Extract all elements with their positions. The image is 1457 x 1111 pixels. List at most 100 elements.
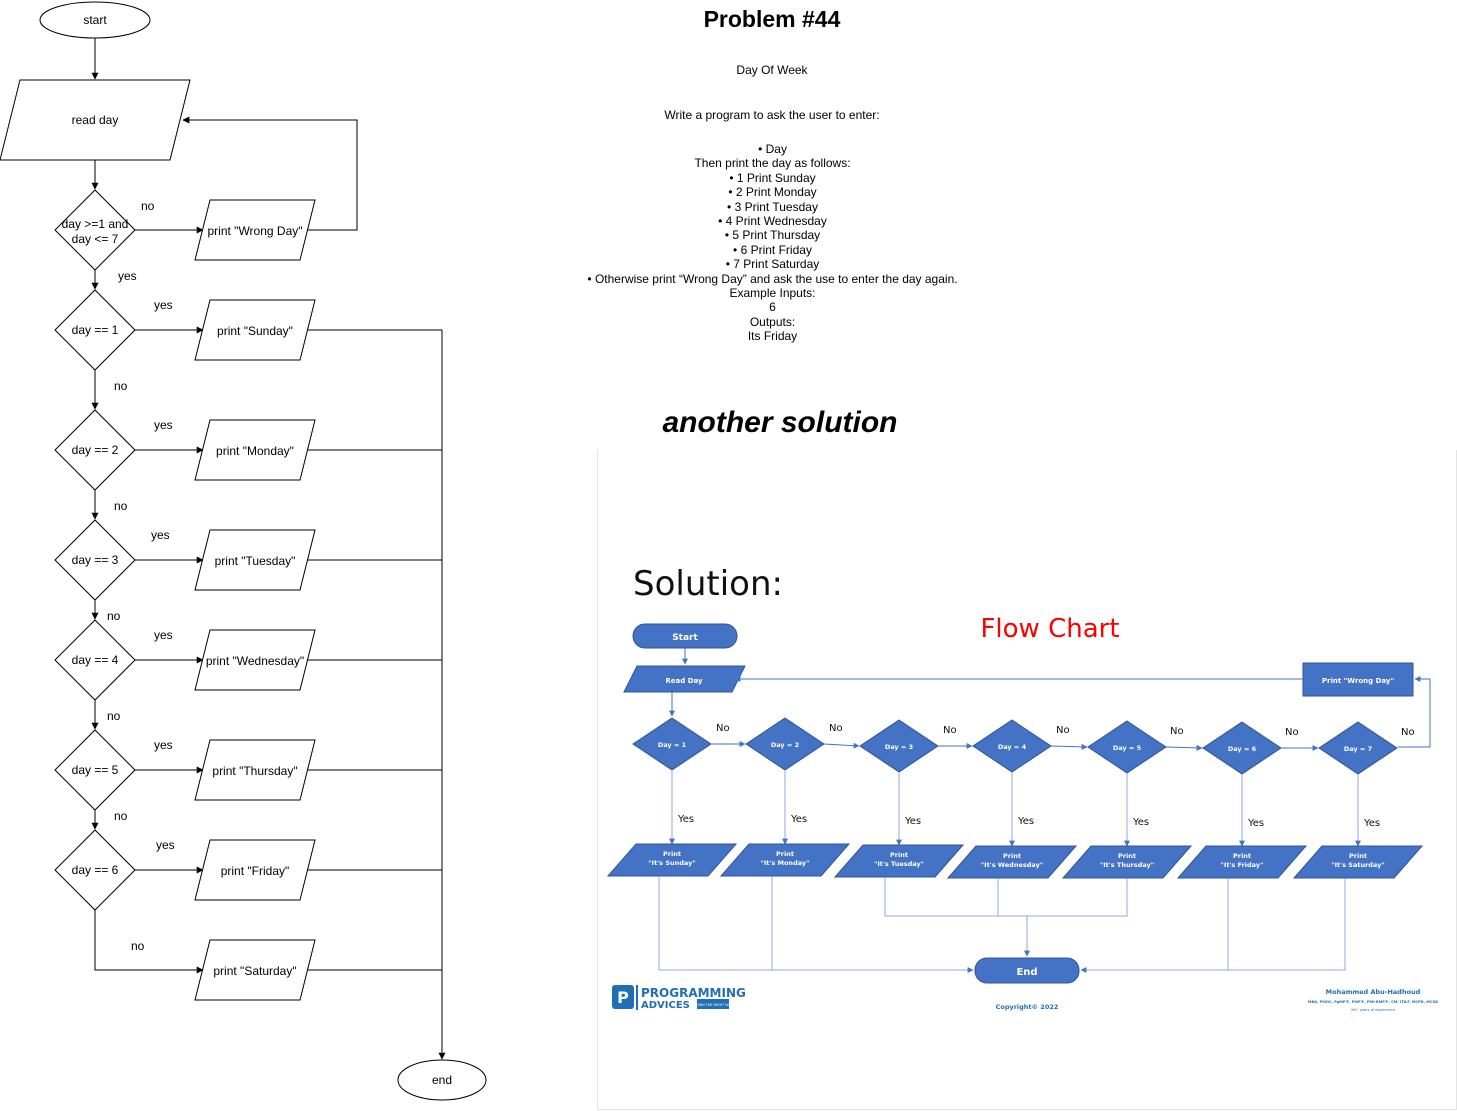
author-name: Mohammed Abu-Hadhoud — [1326, 988, 1421, 996]
solution-output-parallelogram — [606, 843, 738, 877]
solution-condition-label: Day = 7 — [1344, 745, 1372, 753]
requirement-line: • Otherwise print “Wrong Day” and ask th… — [587, 271, 958, 286]
requirement-line: 6 — [769, 300, 776, 315]
condition-label: day == 5 — [72, 763, 119, 777]
logo-line2: ADVICES — [641, 1000, 690, 1011]
logo-mark — [612, 985, 634, 1009]
connector — [1165, 744, 1203, 751]
connector — [823, 742, 860, 749]
requirement-line: • 6 Print Friday — [733, 242, 812, 257]
requirement-line: • 2 Print Monday — [728, 185, 817, 200]
requirement-line: Example Inputs: — [729, 286, 816, 301]
solution-output-label: "It's Wednesday" — [981, 861, 1043, 869]
problem-title: Problem #44 — [703, 6, 841, 32]
output-label: print "Tuesday" — [215, 554, 296, 568]
copyright-text: Copyright© 2022 — [996, 1003, 1059, 1011]
connector — [1080, 878, 1346, 973]
yes-label: yes — [154, 738, 173, 752]
no-label: no — [107, 709, 121, 723]
requirement-line: • 4 Print Wednesday — [718, 214, 827, 229]
solution-output-print: Print — [776, 850, 794, 858]
output-parallelogram — [194, 839, 316, 901]
no-label: no — [107, 609, 121, 623]
solution-yes-label: Yes — [1132, 817, 1149, 828]
yes-label: yes — [118, 269, 137, 283]
output-parallelogram — [194, 739, 316, 801]
requirement-line: Then print the day as follows: — [694, 156, 851, 171]
solution-yes-label: Yes — [677, 814, 694, 825]
solution-condition-label: Day = 5 — [1113, 744, 1142, 752]
validate-label-line1: day >=1 and — [62, 217, 129, 231]
solution-output-print: Print — [1118, 852, 1136, 860]
validate-label-line2: day <= 7 — [72, 232, 119, 246]
solution-output-label: "It's Thursday" — [1100, 861, 1154, 869]
output-parallelogram — [194, 629, 316, 691]
solution-condition-label: Day = 6 — [1228, 745, 1257, 753]
solution-yes-label: Yes — [1247, 818, 1264, 829]
solution-output-parallelogram — [833, 844, 965, 878]
another-solution-heading: another solution — [662, 406, 898, 439]
condition-label: day == 6 — [72, 863, 119, 877]
solution-no-label: No — [943, 725, 957, 736]
condition-label: day == 2 — [72, 443, 119, 457]
saturday-parallelogram — [194, 939, 316, 1001]
start-label: start — [83, 13, 107, 27]
logo-badge — [697, 999, 729, 1009]
requirement-line: • Day — [758, 142, 787, 156]
solution-output-print: Print — [1349, 852, 1367, 860]
requirement-line: Outputs: — [749, 314, 796, 329]
solution-output-parallelogram — [719, 843, 851, 877]
solution-end-terminal — [974, 957, 1080, 984]
solution-output-print: Print — [890, 851, 908, 859]
solution-condition-label: Day = 3 — [885, 743, 913, 751]
solution-read-parallelogram — [623, 665, 746, 693]
end-label: end — [432, 1073, 452, 1087]
solution-no-label: No — [1056, 725, 1070, 736]
solution-no-label: No — [1285, 727, 1299, 738]
solution-output-print: Print — [1233, 852, 1251, 860]
logo-badge-text: LEARN THE RIGHT WAY — [693, 1003, 733, 1007]
solution-no-label: No — [829, 723, 843, 734]
solution-end-label: End — [1016, 967, 1037, 978]
read-day-parallelogram — [0, 79, 191, 161]
solution-condition-label: Day = 4 — [998, 743, 1027, 751]
yes-label: yes — [154, 298, 173, 312]
logo-line1: PROGRAMMING — [641, 986, 746, 1000]
solution-output-parallelogram — [1061, 845, 1193, 879]
output-parallelogram — [194, 299, 316, 361]
connector — [1050, 743, 1088, 750]
solution-output-print: Print — [1003, 852, 1021, 860]
requirement-line: • 5 Print Thursday — [724, 228, 821, 243]
solution-yes-label: Yes — [790, 814, 807, 825]
condition-label: day == 3 — [72, 553, 119, 567]
solution-yes-label: Yes — [1017, 816, 1034, 827]
solution-no-label: No — [716, 723, 730, 734]
solution-flowchart: Solution: Flow Chart Start Read Day Prin… — [606, 564, 1438, 1012]
no-label: no — [114, 379, 128, 393]
solution-condition-label: Day = 1 — [658, 741, 687, 749]
output-label: print "Friday" — [221, 864, 290, 878]
condition-label: day == 1 — [72, 323, 119, 337]
solution-read-label: Read Day — [665, 677, 703, 685]
output-label: print "Wednesday" — [206, 654, 304, 668]
solution-yes-label: Yes — [1363, 818, 1380, 829]
left-flowchart: start read day day >=1 and day <= 7 no p… — [0, 1, 487, 1101]
wrong-day-parallelogram — [194, 199, 316, 261]
solution-image-frame — [597, 450, 1457, 1110]
output-label: print "Monday" — [216, 444, 294, 458]
solution-output-parallelogram — [1176, 845, 1308, 879]
author-credentials: MBA, PMOC, PgMP®, PMP®, PMI-RMP®, CM, IT… — [1308, 1000, 1438, 1004]
solution-output-label: "It's Tuesday" — [874, 860, 924, 868]
wrong-day-label: print "Wrong Day" — [208, 224, 303, 238]
requirement-line: • 3 Print Tuesday — [727, 199, 818, 214]
logo-mark-letter: P — [617, 988, 629, 1007]
solution-condition-label: Day = 2 — [771, 741, 799, 749]
requirement-line: • 7 Print Saturday — [725, 257, 820, 272]
yes-label: yes — [151, 528, 170, 542]
solution-output-parallelogram — [1292, 845, 1424, 879]
solution-label: Solution: — [633, 564, 783, 604]
